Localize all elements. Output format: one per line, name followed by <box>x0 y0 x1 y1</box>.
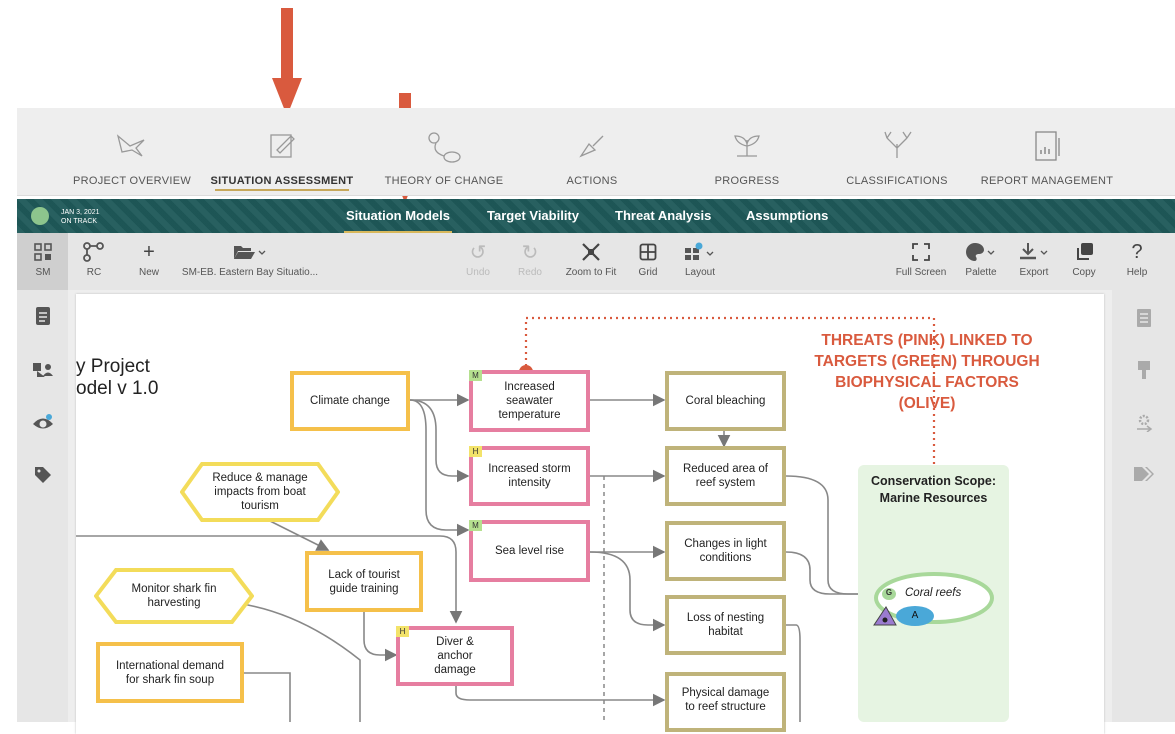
palette-button[interactable]: Palette <box>959 239 1003 278</box>
right-sidebar <box>1112 290 1175 722</box>
subnav-bar: JAN 3, 2021 ON TRACK Situation Models Ta… <box>17 199 1175 234</box>
factor-loss-of-nesting-habitat[interactable]: Loss of nesting habitat <box>665 595 786 655</box>
nav-progress[interactable]: PROGRESS <box>687 108 807 195</box>
tab-target-viability[interactable]: Target Viability <box>487 208 579 223</box>
status-indicator <box>31 207 49 225</box>
trowel-icon <box>579 135 604 158</box>
rc-button[interactable]: RC <box>79 239 109 278</box>
full-screen-button[interactable]: Full Screen <box>893 239 949 278</box>
seedling-icon <box>734 135 760 157</box>
tag-icon[interactable] <box>1112 466 1175 487</box>
sm-icon <box>34 243 52 261</box>
plus-icon: + <box>143 240 155 263</box>
undo-button[interactable]: ↺ Undo <box>463 239 493 279</box>
undo-icon: ↺ <box>469 241 487 264</box>
copy-button[interactable]: Copy <box>1069 239 1099 278</box>
driver-lack-of-guide-training[interactable]: Lack of tourist guide training <box>305 551 423 612</box>
target-badge: G <box>885 588 893 597</box>
tag-icon[interactable] <box>17 466 68 489</box>
help-button[interactable]: ? Help <box>1122 239 1152 279</box>
project-status: JAN 3, 2021 ON TRACK <box>61 209 100 225</box>
zoom-to-fit-button[interactable]: Zoom to Fit <box>559 239 623 278</box>
nav-project-overview[interactable]: PROJECT OVERVIEW <box>57 108 207 195</box>
red-arrow-annotation <box>272 8 302 116</box>
sm-mode-column <box>17 233 68 290</box>
zoom-fit-icon <box>582 243 600 261</box>
tab-threat-analysis[interactable]: Threat Analysis <box>615 208 712 223</box>
target-label: Coral reefs <box>905 587 962 599</box>
edit-document-icon <box>270 134 295 158</box>
diagram-selector[interactable]: SM-EB. Eastern Bay Situatio... <box>180 239 320 278</box>
left-sidebar <box>17 290 68 722</box>
results-chain-icon <box>83 242 104 262</box>
tab-assumptions[interactable]: Assumptions <box>746 208 829 223</box>
help-icon: ? <box>1131 240 1143 263</box>
grid-icon <box>639 243 657 261</box>
factor-coral-bleaching[interactable]: Coral bleaching <box>665 371 786 431</box>
path-icon <box>428 132 461 163</box>
strategy-hexagon-monitor[interactable] <box>94 568 254 624</box>
grid-button[interactable]: Grid <box>633 239 663 278</box>
nav-actions[interactable]: ACTIONS <box>532 108 652 195</box>
nav-classifications[interactable]: CLASSIFICATIONS <box>827 108 967 195</box>
nav-report-management[interactable]: REPORT MANAGEMENT <box>977 108 1117 195</box>
tab-situation-models[interactable]: Situation Models <box>344 208 452 234</box>
export-button[interactable]: Export <box>1012 239 1056 278</box>
team-icon[interactable] <box>17 360 68 385</box>
branches-icon <box>884 131 912 158</box>
full-screen-icon <box>912 243 930 261</box>
redo-icon: ↻ <box>521 241 539 264</box>
nav-situation-assessment[interactable]: SITUATION ASSESSMENT <box>207 108 357 195</box>
palette-icon <box>966 243 995 261</box>
strategy-monitor-label: Monitor shark fin harvesting <box>131 583 217 609</box>
factor-light-conditions[interactable]: Changes in light conditions <box>665 521 786 581</box>
bird-icon <box>116 134 145 157</box>
main-navigation: PROJECT OVERVIEW SITUATION ASSESSMENT TH… <box>17 108 1175 196</box>
driver-climate-change[interactable]: Climate change <box>290 371 410 431</box>
paint-icon[interactable] <box>1112 360 1175 385</box>
download-icon <box>1020 243 1048 260</box>
factor-physical-damage[interactable]: Physical damage to reef structure <box>665 672 786 732</box>
diagram-toolbar: SM RC + New SM-EB. Eastern Bay Situatio.… <box>17 233 1175 291</box>
diagram-title: y Project odel v 1.0 <box>76 356 159 399</box>
copy-icon <box>1077 243 1093 260</box>
redo-button[interactable]: ↻ Redo <box>515 239 545 279</box>
document-icon[interactable] <box>17 306 68 331</box>
report-icon <box>1035 131 1060 161</box>
folder-open-icon <box>234 246 266 259</box>
driver-international-demand[interactable]: International demand for shark fin soup <box>96 642 244 703</box>
eye-icon[interactable] <box>17 413 68 438</box>
target-coral-reefs[interactable] <box>868 568 998 632</box>
annotation-callout: THREATS (PINK) LINKED TO TARGETS (GREEN)… <box>814 332 1040 412</box>
layout-button[interactable]: Layout <box>680 239 720 278</box>
strategy-hexagon-reduce[interactable] <box>180 462 340 522</box>
strategy-reduce-label: Reduce & manage impacts from boat touris… <box>212 472 308 512</box>
settings-icon[interactable] <box>1112 412 1175 437</box>
new-button[interactable]: + New <box>134 239 164 279</box>
layout-icon <box>685 242 714 260</box>
factor-reduced-reef-area[interactable]: Reduced area of reef system <box>665 446 786 506</box>
sm-button[interactable]: SM <box>27 239 59 278</box>
list-document-icon[interactable] <box>1112 308 1175 333</box>
scope-title: Conservation Scope: Marine Resources <box>870 474 997 505</box>
nav-theory-of-change[interactable]: THEORY OF CHANGE <box>369 108 519 195</box>
target-sub-badge: A <box>911 610 919 621</box>
